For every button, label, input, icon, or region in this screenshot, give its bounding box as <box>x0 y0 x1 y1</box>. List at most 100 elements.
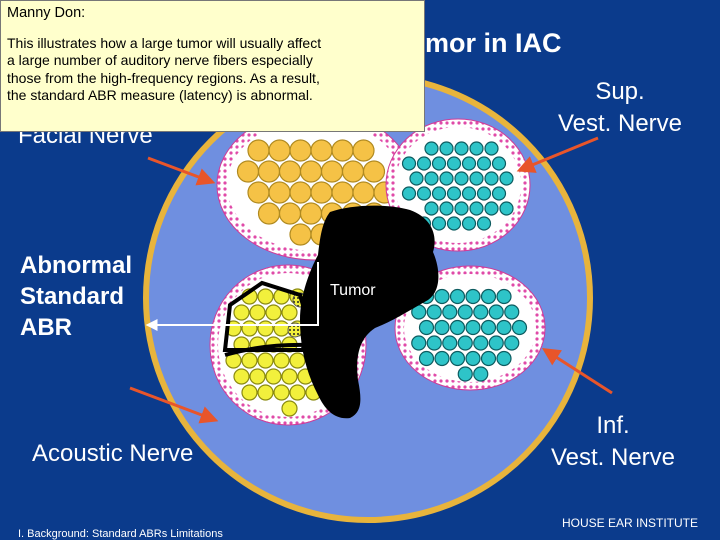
nerve-fiber <box>434 350 450 367</box>
nerve-fiber <box>278 202 302 225</box>
nerve-fiber <box>484 141 499 156</box>
nerve-fiber <box>473 335 489 351</box>
nerve-fiber <box>331 139 354 162</box>
nerve-fiber <box>409 171 424 186</box>
nerve-fiber <box>241 352 258 369</box>
note-line-4: the standard ABR measure (latency) is ab… <box>7 87 313 103</box>
nerve-fiber <box>310 181 333 204</box>
nerve-fiber <box>461 156 477 171</box>
nerve-fiber <box>268 181 291 204</box>
nerve-fiber <box>233 368 250 385</box>
nerve-fiber <box>480 350 497 367</box>
nerve-fiber <box>401 156 417 171</box>
nerve-fiber <box>469 171 484 186</box>
nerve-fiber <box>465 319 481 336</box>
nerve-fiber <box>247 139 270 162</box>
nerve-fiber <box>476 216 492 231</box>
nerve-fiber <box>496 288 512 305</box>
nerve-fiber <box>434 319 450 336</box>
nerve-fiber <box>281 400 298 417</box>
nerve-fiber <box>476 156 492 171</box>
nerve-fiber <box>233 304 250 321</box>
nerve-fiber <box>426 304 442 320</box>
nerve-fiber <box>473 304 489 320</box>
nerve-fiber <box>439 201 454 216</box>
nerve-fiber <box>401 186 417 201</box>
abr-arrow <box>145 262 319 331</box>
nerve-fiber <box>499 201 514 216</box>
speaker-note-popup: Manny Don: This illustrates how a large … <box>0 0 425 132</box>
note-line-3: those from the high-frequency regions. A… <box>7 69 320 86</box>
nerve-fiber <box>289 139 312 162</box>
nerve-fiber <box>341 160 365 183</box>
sup-vest-line2: Vest. Nerve <box>557 110 683 137</box>
nerve-fiber <box>362 160 386 183</box>
abnormal-line1: Abnormal <box>20 252 133 279</box>
nerve-fiber <box>289 384 306 401</box>
nerve-fiber <box>488 304 504 320</box>
nerve-fiber <box>236 160 260 183</box>
tumor-mass <box>300 205 439 419</box>
inf-vest-nerve-label: Inf. Vest. Nerve <box>538 410 688 474</box>
nerve-fiber <box>416 186 432 201</box>
nerve-fiber <box>499 171 514 186</box>
abnormal-abr-label: Abnormal Standard ABR <box>20 250 132 343</box>
nerve-fiber <box>431 186 447 201</box>
nerve-fiber <box>439 141 454 156</box>
sup-vest-line1: Sup. <box>595 78 645 105</box>
nerve-fiber <box>352 139 375 162</box>
nerve-fiber <box>426 335 442 351</box>
note-author: Manny Don: <box>7 5 86 21</box>
nerve-fiber <box>446 156 462 171</box>
nerve-fiber <box>249 368 266 385</box>
nerve-fiber <box>265 368 282 385</box>
nerve-fiber <box>289 352 306 369</box>
nerve-fiber <box>281 368 298 385</box>
nerve-fiber <box>469 201 484 216</box>
nerve-fiber <box>418 350 435 367</box>
tumor-line <box>224 342 346 357</box>
abnormal-line3: ABR <box>20 314 72 341</box>
nerve-fiber <box>473 366 489 382</box>
nerve-fiber <box>504 335 520 351</box>
nerve-fiber <box>439 171 454 186</box>
nerve-fiber <box>257 202 281 225</box>
nerve-fiber <box>411 335 427 351</box>
nerve-fiber <box>299 160 323 183</box>
nerve-fiber <box>484 171 499 186</box>
nerve-fiber <box>496 319 512 336</box>
nerve-fiber <box>446 216 462 231</box>
nerve-fiber <box>465 288 481 305</box>
tumor-label: Tumor <box>330 282 376 299</box>
nerve-fiber <box>241 384 258 401</box>
nerve-fiber <box>273 384 290 401</box>
nerve-fiber <box>496 350 512 367</box>
nerve-fiber <box>491 156 507 171</box>
nerve-fiber <box>469 141 484 156</box>
nerve-fiber <box>352 181 375 204</box>
nerve-fiber <box>310 139 333 162</box>
nerve-fiber <box>480 288 497 305</box>
nerve-fiber <box>273 320 290 337</box>
nerve-fiber <box>511 319 528 336</box>
nerve-fiber <box>449 350 466 367</box>
nerve-fiber <box>257 160 281 183</box>
acoustic-arrow <box>129 386 219 424</box>
inf-vest-arrow <box>541 348 613 395</box>
nerve-fiber <box>241 320 258 337</box>
nerve-fiber <box>449 319 466 336</box>
sup-vest-arrow <box>516 136 599 173</box>
nerve-fiber <box>257 384 274 401</box>
nerve-fiber <box>431 156 447 171</box>
nerve-fiber <box>424 201 439 216</box>
nerve-fiber <box>484 201 499 216</box>
nerve-fiber <box>249 304 266 321</box>
footer-right: HOUSE EAR INSTITUTE <box>562 516 699 530</box>
nerve-fiber <box>273 352 290 369</box>
nerve-fiber <box>454 201 469 216</box>
nerve-fiber <box>457 335 473 351</box>
nerve-fiber <box>289 223 312 246</box>
nerve-fiber <box>418 319 435 336</box>
